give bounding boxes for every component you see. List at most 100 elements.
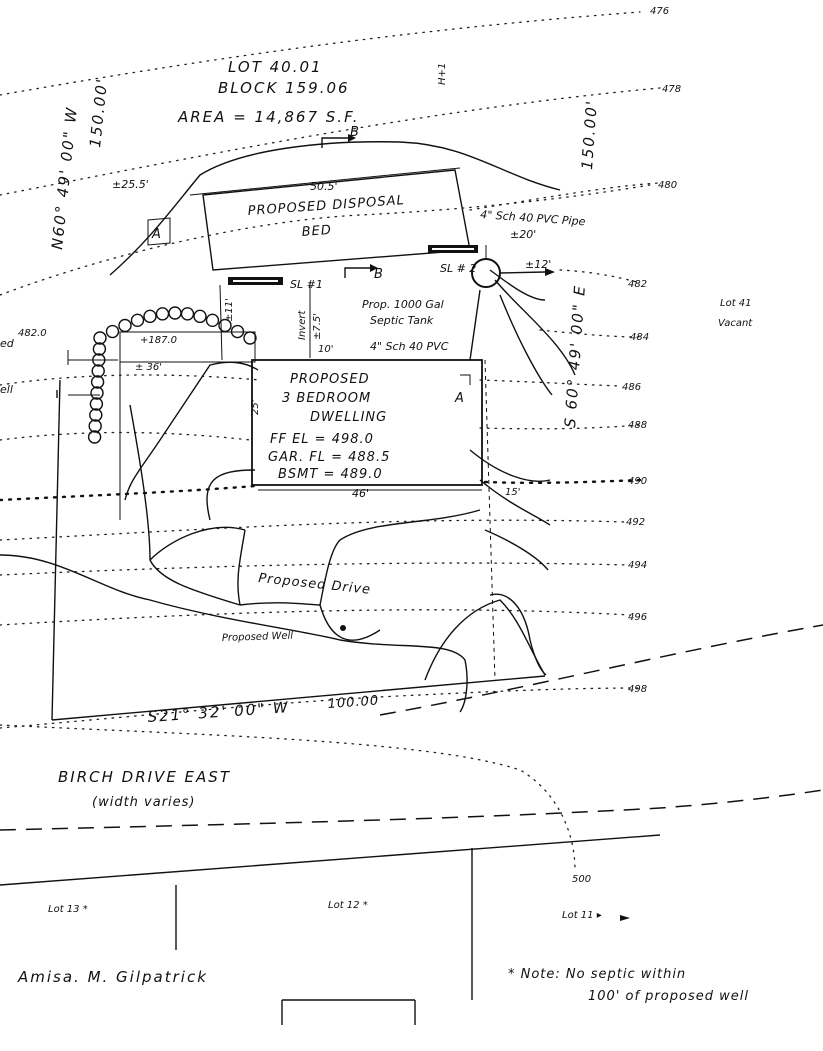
disposal-offset: ±25.5' xyxy=(112,178,149,191)
tree-symbol xyxy=(89,408,103,422)
contour-label-500: 500 xyxy=(572,874,591,885)
contour-488b xyxy=(479,424,641,430)
tree-symbol xyxy=(88,419,102,433)
house-type: DWELLING xyxy=(310,410,387,425)
tree-symbol xyxy=(90,386,104,400)
bed-gap: 10' xyxy=(318,344,333,355)
tree-symbol xyxy=(92,342,107,356)
tree-symbol xyxy=(118,318,132,333)
side-gap: ±11' xyxy=(224,298,235,322)
sl2-side: ±12' xyxy=(525,258,551,271)
bearing-bottom: S21° 32' 00" W xyxy=(147,698,290,726)
contour-476 xyxy=(0,11,641,96)
house-subtitle: 3 BEDROOM xyxy=(282,391,371,406)
pipe-mid-label: 4" Sch 40 PVC xyxy=(370,340,449,353)
disposal-bed xyxy=(147,167,478,361)
title-block xyxy=(281,999,416,1025)
house-bsmt-elev: BSMT = 489.0 xyxy=(278,467,383,482)
contour-label-492: 492 xyxy=(626,517,645,528)
tank-label-line1: Prop. 1000 Gal xyxy=(362,298,444,311)
road-edge-south xyxy=(0,789,823,831)
proposed-dwelling xyxy=(119,331,483,520)
contour-label-476: 476 xyxy=(650,6,669,17)
pipe-top-label: 4" Sch 40 PVC Pipe xyxy=(480,208,586,228)
road-note: (width varies) xyxy=(92,795,196,810)
footnote-line1: * Note: No septic within xyxy=(508,967,686,982)
house-corner-dim: 15' xyxy=(505,487,520,498)
sl1-label: SL #1 xyxy=(290,278,323,291)
distance-bottom: 100.00 xyxy=(327,693,379,712)
septic-tank xyxy=(469,245,555,361)
sl2-label: SL # 2 xyxy=(440,262,476,275)
house-title: PROPOSED xyxy=(290,372,370,387)
disposal-width: 50.5' xyxy=(310,180,338,193)
contour-484 xyxy=(539,329,641,338)
left-side-label2: ell xyxy=(0,383,13,396)
house-width-dim: 46' xyxy=(352,487,369,500)
bed-invert: Invert xyxy=(297,310,308,340)
well-marker xyxy=(340,625,346,631)
contour-lines xyxy=(0,11,661,871)
road-edge-north xyxy=(379,624,823,716)
lot-label: LOT 40.01 xyxy=(228,58,323,76)
distance-right: 150.00' xyxy=(578,99,601,171)
bed-depth: ±7.5' xyxy=(312,313,323,340)
distance-left: 150.00' xyxy=(86,76,111,148)
contour-494 xyxy=(0,562,629,576)
house-gar-elev: GAR. FL = 488.5 xyxy=(268,450,390,465)
contour-496 xyxy=(0,609,631,626)
signature: Amisa. M. Gilpatrick xyxy=(17,968,208,986)
tree-symbol xyxy=(155,307,170,321)
drawing-labels: LOT 40.01 BLOCK 159.06 AREA = 14,867 S.F… xyxy=(0,58,753,1004)
section-a-left: A xyxy=(151,227,162,242)
contour-label-482: 482 xyxy=(628,279,647,290)
bearing-left: N60° 49' 00" W xyxy=(48,105,81,250)
tree-symbol xyxy=(243,331,257,345)
contour-488 xyxy=(0,431,251,441)
adjacent-right-lot: Lot 41 xyxy=(720,298,752,309)
tree-symbol xyxy=(143,309,157,324)
contour-label-486: 486 xyxy=(622,382,641,393)
lot12-label: Lot 12 * xyxy=(328,900,368,911)
terrain-lines xyxy=(0,141,576,713)
section-b-top: B xyxy=(350,125,360,140)
road-edges xyxy=(0,624,823,1000)
contour-elevation-labels: 476 478 480 482 484 486 488 490 492 494 … xyxy=(572,6,681,885)
top-tag: H+1 xyxy=(437,63,448,85)
contour-492 xyxy=(0,519,626,541)
left-side-elev: 482.0 xyxy=(18,328,47,339)
section-b-mid: B xyxy=(374,267,384,282)
tree-symbol xyxy=(105,324,120,339)
tree-symbol xyxy=(90,375,105,389)
disposal-title: PROPOSED DISPOSAL xyxy=(247,193,405,219)
contour-label-484: 484 xyxy=(630,332,649,343)
left-side-label: ed xyxy=(0,337,15,350)
contour-486 xyxy=(0,374,261,386)
bearing-right: S 60° 49' 00" E xyxy=(561,284,589,429)
road-shoulder xyxy=(0,834,661,886)
tree-symbol xyxy=(180,307,195,321)
road-name: BIRCH DRIVE EAST xyxy=(58,768,231,786)
well-label: Proposed Well xyxy=(222,631,294,644)
tree-symbol xyxy=(89,397,104,411)
area-label: AREA = 14,867 S.F. xyxy=(177,108,360,126)
contour-490b xyxy=(483,478,642,485)
contour-498 xyxy=(0,687,641,729)
house-ff-elev: FF EL = 498.0 xyxy=(270,432,374,447)
tree-symbol xyxy=(93,331,107,345)
contour-490 xyxy=(0,484,257,502)
tank-label-line2: Septic Tank xyxy=(370,314,434,327)
tree-symbol xyxy=(205,313,220,328)
tree-symbol xyxy=(92,353,106,367)
adjacent-right-status: Vacant xyxy=(718,318,753,329)
left-offset: ± 36' xyxy=(135,362,162,373)
contour-label-488: 488 xyxy=(628,420,647,431)
tree-symbol xyxy=(168,306,182,320)
block-label: BLOCK 159.06 xyxy=(218,79,350,97)
contour-label-490: 490 xyxy=(628,476,647,487)
lot11-label: Lot 11 ▸ xyxy=(562,910,602,921)
section-arrows xyxy=(56,134,630,921)
contour-label-480: 480 xyxy=(658,180,677,191)
tree-symbol xyxy=(193,309,207,324)
